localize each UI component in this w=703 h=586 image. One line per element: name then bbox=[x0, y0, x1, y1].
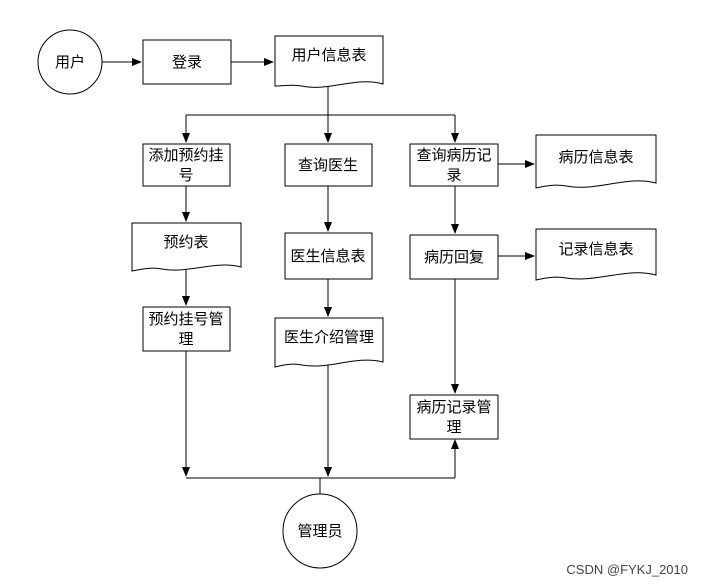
node-user-info-table: 用户信息表 bbox=[274, 35, 384, 88]
note-info-table-shape bbox=[535, 228, 657, 281]
node-record-reply: 病历回复 bbox=[409, 234, 499, 280]
doctor-intro-mgmt-shape bbox=[274, 317, 384, 368]
admin-circle bbox=[282, 493, 358, 569]
appointment-table-label: 预约表 bbox=[163, 233, 208, 251]
note-info-table-label: 记录信息表 bbox=[558, 240, 633, 258]
node-add-appointment: 添加预约挂 号 bbox=[142, 143, 231, 187]
login-label: 登录 bbox=[172, 53, 202, 71]
node-appointment-table: 预约表 bbox=[131, 222, 242, 272]
record-mgmt-label-line1: 病历记录管 bbox=[416, 398, 491, 416]
query-records-box bbox=[409, 143, 499, 187]
record-info-table-label: 病历信息表 bbox=[558, 148, 633, 166]
node-user: 用户 bbox=[37, 29, 103, 95]
connectors bbox=[100, 58, 535, 494]
record-info-table-shape bbox=[535, 134, 657, 189]
node-doctor-intro-mgmt: 医生介绍管理 bbox=[274, 317, 384, 368]
add-appointment-label-line2: 号 bbox=[178, 166, 193, 184]
appointment-table-shape bbox=[131, 222, 242, 272]
query-records-label-line2: 录 bbox=[446, 166, 461, 184]
user-circle bbox=[37, 29, 103, 95]
query-doctor-box bbox=[284, 143, 373, 187]
query-doctor-label: 查询医生 bbox=[298, 156, 358, 174]
appointment-mgmt-label-line1: 预约挂号管 bbox=[148, 310, 223, 328]
query-records-label-line1: 查询病历记 bbox=[416, 146, 491, 164]
record-reply-label: 病历回复 bbox=[424, 248, 484, 266]
appointment-mgmt-box bbox=[142, 306, 231, 352]
user-label: 用户 bbox=[55, 53, 85, 71]
admin-label: 管理员 bbox=[297, 522, 342, 540]
node-admin: 管理员 bbox=[282, 493, 358, 569]
doctor-info-table-box bbox=[284, 232, 373, 280]
add-appointment-box bbox=[142, 143, 231, 187]
node-record-info-table: 病历信息表 bbox=[535, 134, 657, 189]
appointment-mgmt-label-line2: 理 bbox=[178, 330, 193, 348]
doctor-info-table-label: 医生信息表 bbox=[290, 247, 365, 265]
node-query-doctor: 查询医生 bbox=[284, 143, 373, 187]
user-info-table-shape bbox=[274, 35, 384, 88]
node-record-mgmt: 病历记录管 理 bbox=[409, 394, 499, 440]
node-note-info-table: 记录信息表 bbox=[535, 228, 657, 281]
login-box bbox=[142, 39, 232, 85]
record-mgmt-box bbox=[409, 394, 499, 440]
user-info-table-label: 用户信息表 bbox=[291, 46, 366, 64]
record-reply-box bbox=[409, 234, 499, 280]
node-query-records: 查询病历记 录 bbox=[409, 143, 499, 187]
add-appointment-label-line1: 添加预约挂 bbox=[148, 146, 223, 164]
node-login: 登录 bbox=[142, 39, 232, 85]
node-doctor-info-table: 医生信息表 bbox=[284, 232, 373, 280]
record-mgmt-label-line2: 理 bbox=[446, 418, 461, 436]
node-appointment-mgmt: 预约挂号管 理 bbox=[142, 306, 231, 352]
watermark-text: CSDN @FYKJ_2010 bbox=[566, 562, 688, 577]
doctor-intro-mgmt-label: 医生介绍管理 bbox=[284, 328, 374, 346]
